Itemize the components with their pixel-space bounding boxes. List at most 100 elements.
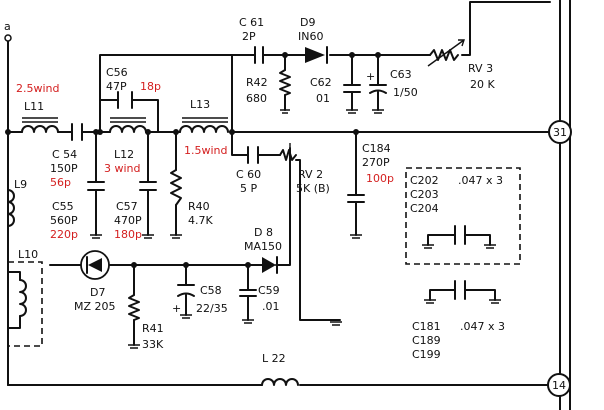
- r40-label: R40: [188, 200, 210, 213]
- c56-modified-value: 18p: [140, 80, 161, 93]
- c204-label: C204: [410, 202, 439, 215]
- rv2-value: 5K (B): [296, 182, 330, 195]
- d7-label: D7: [90, 286, 105, 299]
- c199-label: C199: [412, 348, 441, 361]
- l13-label: L13: [190, 98, 210, 111]
- capacitor-c62-symbol: [343, 84, 361, 93]
- capacitor-c59-symbol: [239, 289, 257, 297]
- diode-d7-symbol: [80, 250, 110, 280]
- inductor-l11-symbol: [21, 117, 59, 133]
- l11-modified-turns: 2.5wind: [16, 82, 60, 95]
- l12-modified-turns: 3 wind: [104, 162, 141, 175]
- r40-value: 4.7K: [188, 214, 213, 227]
- c55-value: 560P: [50, 214, 78, 227]
- c181-label: C181: [412, 320, 441, 333]
- svg-text:14: 14: [552, 379, 566, 392]
- ground-symbols-middle: [90, 234, 362, 239]
- c184-modified-value: 100p: [366, 172, 394, 185]
- r42-label: R42: [246, 76, 268, 89]
- c56-value: 47P: [106, 80, 127, 93]
- c63-value: 1/50: [393, 86, 418, 99]
- junction-dots: [5, 52, 381, 268]
- c63-label: C63: [390, 68, 412, 81]
- d7-value: MZ 205: [74, 300, 116, 313]
- c56-label: C56: [106, 66, 128, 79]
- svg-text:31: 31: [553, 126, 567, 139]
- diode-d9-symbol: [305, 46, 328, 64]
- c202-group-value: .047 x 3: [458, 174, 503, 187]
- capacitor-c57-symbol: [139, 181, 157, 191]
- diode-d8-symbol: [262, 256, 278, 274]
- capacitor-c58-symbol: [177, 284, 195, 297]
- capacitor-c60-symbol: [247, 146, 259, 164]
- l9-label: L9: [14, 178, 27, 191]
- resistor-rv3-symbol: [427, 39, 465, 67]
- wiring: [7, 0, 571, 410]
- d8-label: D 8: [254, 226, 273, 239]
- c60-label: C 60: [236, 168, 261, 181]
- c202-label: C202: [410, 174, 439, 187]
- l22-label: L 22: [262, 352, 286, 365]
- c203-label: C203: [410, 188, 439, 201]
- capacitor-group-c202: [405, 167, 521, 265]
- rv2-label: RV 2: [298, 168, 323, 181]
- terminal-14: 14: [547, 373, 571, 397]
- c54-label: C 54: [52, 148, 77, 161]
- inductor-l12-symbol: [109, 117, 147, 133]
- l10-label: L10: [18, 248, 38, 261]
- l11-label: L11: [24, 100, 44, 113]
- terminal-31: 31: [548, 120, 572, 144]
- d9-value: IN60: [298, 30, 323, 43]
- inductor-l13-symbol: [179, 117, 229, 133]
- inductor-l9-symbol: [7, 189, 15, 227]
- c54-value: 150P: [50, 162, 78, 175]
- capacitor-c184-symbol: [347, 194, 365, 203]
- resistor-r42-symbol: [279, 69, 291, 96]
- capacitor-c54-symbol: [71, 123, 83, 141]
- component-labels: C 61 2P D9 IN60 R42 680 C62 01 C63 1/50 …: [14, 16, 505, 365]
- d9-label: D9: [300, 16, 315, 29]
- c59-value: .01: [262, 300, 280, 313]
- rv3-value: 20 K: [470, 78, 495, 91]
- l12-label: L12: [114, 148, 134, 161]
- c62-label: C62: [310, 76, 332, 89]
- c58-value: 22/35: [196, 302, 228, 315]
- resistor-r40-symbol: [170, 169, 182, 206]
- terminal-a-label: a: [4, 20, 11, 33]
- svg-text:+: +: [172, 302, 181, 315]
- c189-label: C189: [412, 334, 441, 347]
- c54-modified-value: 56p: [50, 176, 71, 189]
- r42-value: 680: [246, 92, 267, 105]
- rv3-label: RV 3: [468, 62, 493, 75]
- c60-value: 5 P: [240, 182, 257, 195]
- c55-label: C55: [52, 200, 74, 213]
- c181-group-value: .047 x 3: [460, 320, 505, 333]
- svg-text:+: +: [366, 70, 375, 83]
- c184-label: C184: [362, 142, 391, 155]
- ground-symbols-top: [280, 109, 384, 114]
- c61-label: C 61: [239, 16, 264, 29]
- capacitor-c63-symbol: +: [366, 70, 387, 94]
- capacitor-c61-symbol: [254, 46, 276, 64]
- r41-value: 33K: [142, 338, 164, 351]
- c57-label: C57: [116, 200, 138, 213]
- resistor-r41-symbol: [128, 294, 140, 321]
- c57-modified-value: 180p: [114, 228, 142, 241]
- capacitor-c56-symbol: [117, 91, 133, 109]
- r41-label: R41: [142, 322, 164, 335]
- c55-modified-value: 220p: [50, 228, 78, 241]
- c57-value: 470P: [114, 214, 142, 227]
- inductor-l22-symbol: [261, 378, 299, 386]
- ground-symbols-lower: [128, 314, 342, 349]
- d8-value: MA150: [244, 240, 282, 253]
- c59-label: C59: [258, 284, 280, 297]
- terminal-a-dot: [4, 34, 12, 42]
- l13-modified-turns: 1.5wind: [184, 144, 228, 157]
- c62-value: 01: [316, 92, 330, 105]
- c184-value: 270P: [362, 156, 390, 169]
- resistor-rv2-symbol: [279, 143, 297, 161]
- c58-label: C58: [200, 284, 222, 297]
- capacitor-c55-symbol: [87, 181, 105, 191]
